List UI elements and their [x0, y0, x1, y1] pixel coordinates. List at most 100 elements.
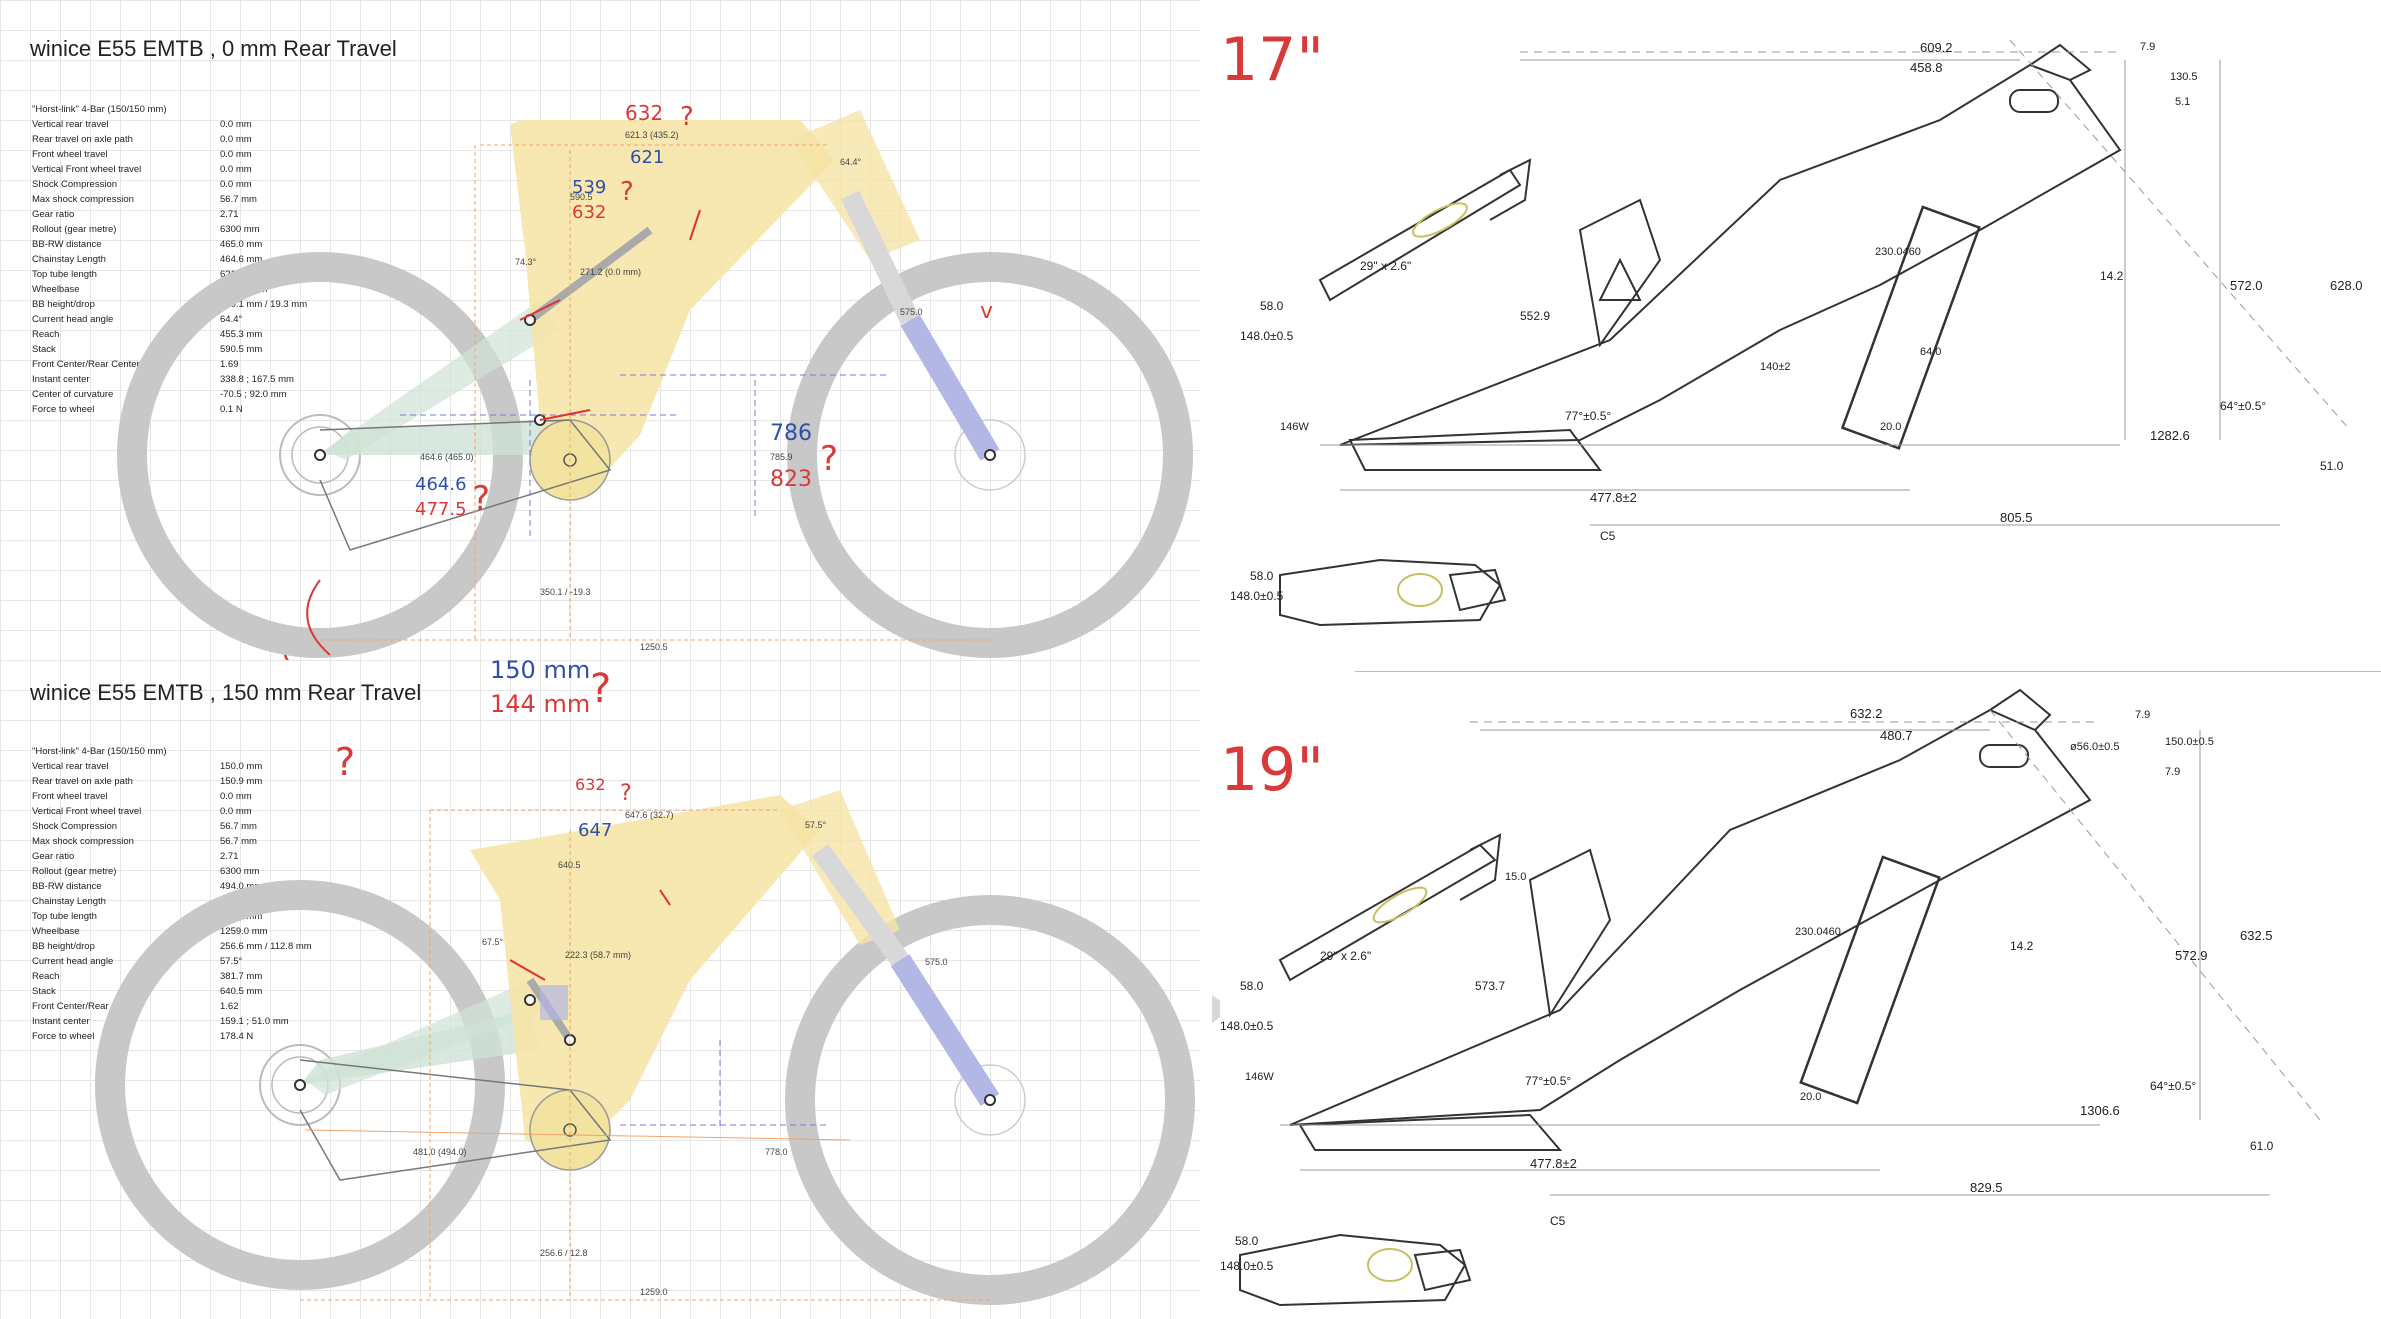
- stat-value: 2.71: [220, 209, 239, 220]
- dim17-140: 140±2: [1760, 361, 1791, 373]
- stat-label: BB height/drop: [32, 299, 95, 310]
- dim-top-tube-top: 621.3 (435.2): [625, 130, 679, 140]
- stat-label: Top tube length: [32, 911, 97, 922]
- linkage-simulation-panel: winice E55 EMTB , 0 mm Rear Travel "Hors…: [0, 0, 1200, 1319]
- dim-front-center-bottom: 778.0: [765, 1147, 788, 1157]
- note-632-top: 632: [625, 101, 663, 125]
- dim17-c5: C5: [1600, 529, 1616, 543]
- stat-value: 56.7 mm: [220, 194, 257, 205]
- stat-label: BB height/drop: [32, 941, 95, 952]
- stat-label: Gear ratio: [32, 209, 75, 220]
- dim-seat-angle-top: 74.3°: [515, 257, 537, 267]
- stat-label: Reach: [32, 329, 60, 340]
- stat-label: BB-RW distance: [32, 239, 102, 250]
- stat-value: 56.7 mm: [220, 836, 257, 847]
- dim17-64: 64.0: [1920, 346, 1941, 358]
- stat-value: 150.0 mm: [220, 761, 263, 772]
- dim-tt-inner-bottom: 222.3 (58.7 mm): [565, 950, 631, 960]
- stat-row: Current head angle 57.5°: [32, 956, 312, 971]
- dim17-130: 130.5: [2170, 71, 2198, 83]
- note-786-top: 786: [770, 421, 812, 446]
- stat-value: 0.0 mm: [220, 791, 252, 802]
- stat-row: BB-RW distance 465.0 mm: [32, 239, 307, 254]
- note-question-top-c: ?: [820, 439, 838, 479]
- note-question-bottom-b: ?: [335, 740, 355, 784]
- stat-label: Front wheel travel: [32, 149, 108, 160]
- stat-value: 0.0 mm: [220, 119, 252, 130]
- stat-value: 0.0 mm: [220, 149, 252, 160]
- stat-label: Rear travel on axle path: [32, 776, 133, 787]
- stat-label: Top tube length: [32, 269, 97, 280]
- dim17-58b: 58.0: [1250, 569, 1274, 583]
- dim17-148: 148.0±0.5: [1240, 329, 1294, 343]
- stat-value: 465.0 mm: [220, 239, 263, 250]
- note-621-top: 621: [630, 147, 664, 168]
- stat-label: Front Center/Rear Center: [32, 1001, 140, 1012]
- dim17-29: 29" x 2.6": [1360, 259, 1411, 273]
- stat-value: 590.5 mm: [220, 344, 263, 355]
- dim17-148b: 148.0±0.5: [1230, 589, 1284, 603]
- stat-label: Max shock compression: [32, 836, 134, 847]
- dim17-1282: 1282.6: [2150, 428, 2190, 443]
- stat-label: Current head angle: [32, 956, 114, 967]
- note-823-top: 823: [770, 467, 812, 492]
- fork-top: [900, 314, 1000, 461]
- dim-front-center-top: 785.9: [770, 452, 793, 462]
- stat-row: Front wheel travel 0.0 mm: [32, 149, 307, 164]
- stat-label: "Horst-link" 4-Bar (150/150 mm): [32, 746, 167, 757]
- stat-label: Vertical Front wheel travel: [32, 806, 142, 817]
- dim17-51b: 51.0: [2320, 459, 2344, 473]
- stat-label: Instant center: [32, 1016, 90, 1027]
- stat-label: Wheelbase: [32, 926, 80, 937]
- stat-value: 494.0 mm: [220, 881, 263, 892]
- note-question-top-a: ?: [680, 102, 694, 132]
- stat-label: Stack: [32, 986, 56, 997]
- dim-tt-inner-top: 271.2 (0.0 mm): [580, 267, 641, 277]
- stat-label: Force to wheel: [32, 404, 95, 415]
- stat-label: Vertical rear travel: [32, 119, 109, 130]
- stat-row: BB height/drop 350.1 mm / 19.3 mm: [32, 299, 307, 314]
- stat-value: 1.69: [220, 359, 239, 370]
- stat-value: 1259.0 mm: [220, 926, 268, 937]
- dim17-628: 628.0: [2330, 278, 2363, 293]
- dim17-20: 20.0: [1880, 421, 1901, 433]
- note-question-top-b: ?: [620, 177, 634, 207]
- dim-fork-top: 575.0: [900, 307, 923, 317]
- dim17-77: 77°±0.5°: [1565, 409, 1611, 423]
- stat-label: Current head angle: [32, 314, 114, 325]
- stat-row: Gear ratio 2.71: [32, 209, 307, 224]
- stat-row: Rollout (gear metre)6300 mm: [32, 866, 312, 881]
- stat-row: Vertical rear travel 0.0 mm: [32, 119, 307, 134]
- bike-top-drawing: 621.3 (435.2) 64.4° 590.5 74.3° 271.2 (0…: [117, 101, 1193, 660]
- stat-label: Gear ratio: [32, 851, 75, 862]
- stat-value: 57.5°: [220, 956, 243, 967]
- stat-value: 56.7 mm: [220, 821, 257, 832]
- stat-row: Rollout (gear metre)6300 mm: [32, 224, 307, 239]
- dim-head-angle-top: 64.4°: [840, 157, 862, 167]
- stat-value: 0.0 mm: [220, 134, 252, 145]
- stat-label: "Horst-link" 4-Bar (150/150 mm): [32, 104, 167, 115]
- note-question-bottom-a: ?: [590, 666, 611, 712]
- stat-row: "Horst-link" 4-Bar (150/150 mm): [32, 104, 307, 119]
- stat-value: 640.5 mm: [220, 986, 263, 997]
- dim-chainstay-bottom: 481.0 (494.0): [413, 1147, 467, 1157]
- stat-value: 350.1 mm / 19.3 mm: [220, 299, 308, 310]
- stat-row: "Horst-link" 4-Bar (150/150 mm): [32, 746, 312, 761]
- dim17-552: 552.9: [1520, 309, 1550, 323]
- dim17-805: 805.5: [2000, 510, 2033, 525]
- seatstay-top: [325, 300, 560, 460]
- stat-label: Force to wheel: [32, 1031, 95, 1042]
